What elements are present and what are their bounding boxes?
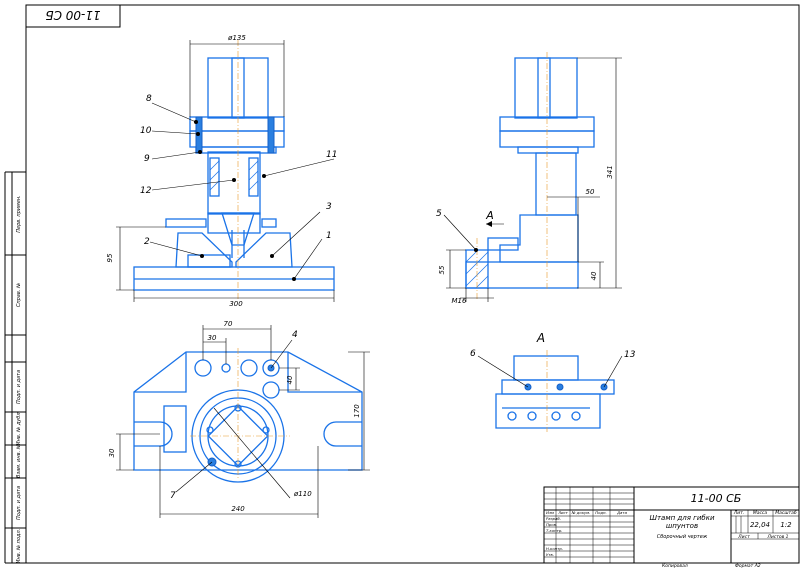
dim-m16: M16 [452,297,467,305]
value-mass: 22,04 [750,521,770,529]
side-reference: Справ. № [16,283,22,307]
header-sheet: Лист [557,510,568,515]
side-view-dimensions: 341 50 40 55 M16 А [438,57,622,305]
callout-2: 2 [144,237,150,247]
dim-h40b: 40 [590,271,598,280]
dim-h341: 341 [606,165,614,178]
side-first-use: Перв. примен. [16,195,22,233]
title-drawing-code: 11-00 СБ [691,492,742,505]
header-sign: Подп. [595,510,607,515]
callout-3: 3 [326,202,332,212]
callout-6: 6 [470,349,476,359]
callout-11: 11 [326,150,337,160]
front-view-dimensions: ø135 95 300 [106,34,335,308]
rotated-drawing-code: 11-00 СБ [45,8,100,22]
title-block: 11-00 СБ Штамп для гибки шпунтов Сборочн… [543,486,800,569]
callout-8: 8 [146,94,152,104]
row-developer: Разраб. [546,516,561,521]
drawing-frame [4,4,800,564]
view-arrow-a: А [485,209,494,222]
dim-h55: 55 [438,265,446,274]
callout-1: 1 [326,231,332,241]
side-sign-date-1: Подп. и дата [16,370,22,404]
title-subtitle: Сборочный чертеж [657,534,708,540]
header-change: Изм [546,510,554,515]
dim-h40: 40 [286,375,294,384]
side-sign-date-2: Подп. и дата [16,486,22,520]
dim-h170: 170 [353,404,361,418]
callout-4: 4 [292,330,298,340]
dim-w300: 300 [229,300,243,308]
side-inv-podl: Инв. № подл. [16,529,22,564]
callout-10: 10 [140,126,152,136]
dim-w240: 240 [231,505,245,513]
value-sheet: Лист [737,534,750,540]
row-checker: Пров. [546,522,557,527]
format-label: Формат А2 [735,563,761,569]
callout-7: 7 [170,491,176,501]
plan-view [133,348,363,483]
side-view [465,52,595,300]
value-sheets: Листов 1 [766,534,788,540]
row-ncontrol: Н.контр. [546,546,563,551]
row-approved: Утв. [546,552,554,557]
header-mass: Масса [753,510,768,516]
dim-d135: ø135 [227,34,246,42]
plan-view-dimensions: 70 30 40 170 30 240 ø110 [108,320,370,518]
title-name-line-1: Штамп для гибки [649,514,714,522]
header-lit: Лит. [733,510,744,516]
header-scale: Масштаб [775,510,797,516]
view-a: А [495,331,615,432]
side-column-labels: Перв. примен. Справ. № Подп. и дата Инв.… [16,195,22,563]
copied-label: Копировал [662,563,688,569]
dim-w50: 50 [586,188,595,196]
side-vzam-inv: Взам. инв. № [16,444,22,478]
front-view [133,40,335,300]
callout-13: 13 [624,350,636,360]
callout-5: 5 [436,209,442,219]
header-date: Дата [616,510,628,515]
callouts: 8 10 9 12 11 3 2 1 4 7 5 6 13 [140,94,636,501]
side-inv-dubl: Инв. № дубл. [16,411,22,445]
dim-w70: 70 [224,320,233,328]
callout-12: 12 [140,186,152,196]
dim-h95: 95 [106,253,114,262]
dim-h30: 30 [108,448,116,457]
row-tcontrol: Т.контр. [546,528,562,533]
view-a-label: А [536,331,545,345]
header-doc-no: № докум. [571,510,591,515]
dim-d110: ø110 [293,490,312,498]
title-name-line-2: шпунтов [666,522,698,530]
dim-w30: 30 [208,334,217,342]
callout-9: 9 [144,154,150,164]
value-scale: 1:2 [780,521,792,529]
